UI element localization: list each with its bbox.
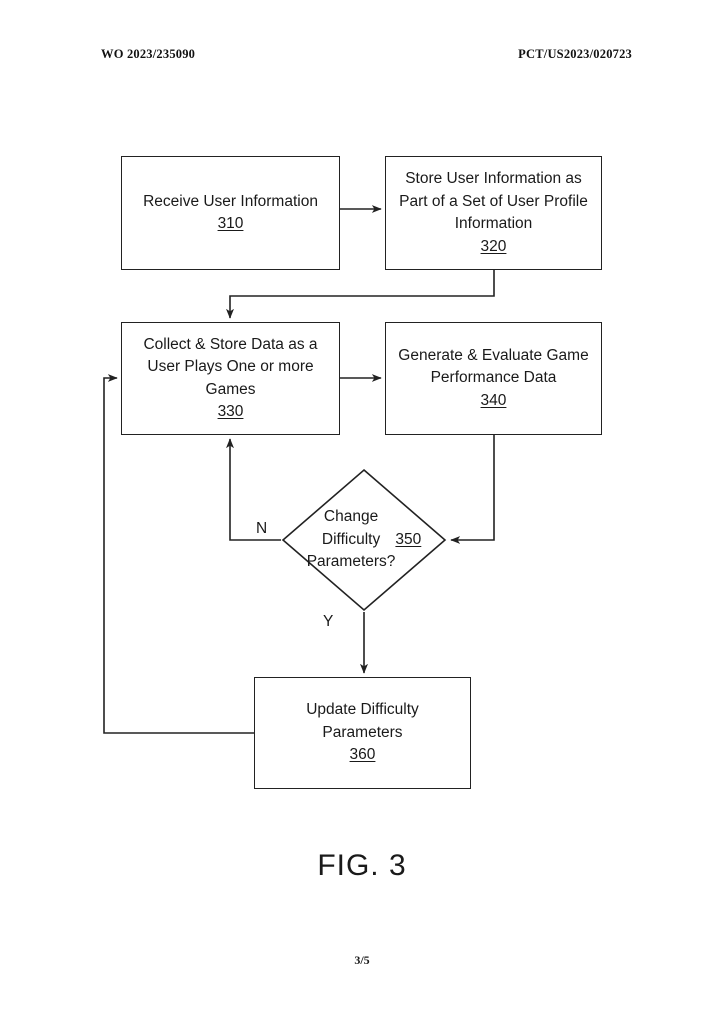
node-360-ref: 360 <box>349 746 376 764</box>
node-360-text: Update Difficulty Parameters <box>306 701 419 741</box>
node-update-difficulty-parameters[interactable]: Update Difficulty Parameters 360 <box>254 677 471 789</box>
node-generate-evaluate-performance[interactable]: Generate & Evaluate Game Performance Dat… <box>385 322 602 435</box>
diamond-shape <box>281 468 447 612</box>
node-320-ref: 320 <box>480 237 507 255</box>
node-360-body: Update Difficulty Parameters 360 <box>300 699 425 767</box>
node-store-user-information[interactable]: Store User Information as Part of a Set … <box>385 156 602 270</box>
node-340-text: Generate & Evaluate Game Performance Dat… <box>398 346 589 387</box>
node-330-text: Collect & Store Data as a User Plays One… <box>143 335 318 398</box>
branch-label-no: N <box>256 520 268 537</box>
node-340-ref: 340 <box>480 391 507 409</box>
header-publication-number: WO 2023/235090 <box>101 47 196 61</box>
edge-340-to-350 <box>450 435 495 544</box>
branch-label-yes: Y <box>323 613 334 630</box>
node-310-body: Receive User Information 310 <box>137 191 324 236</box>
node-310-text: Receive User Information <box>143 192 318 210</box>
node-330-body: Collect & Store Data as a User Plays One… <box>137 334 323 424</box>
page-number-footer: 3/5 <box>354 953 370 967</box>
node-330-ref: 330 <box>217 403 244 420</box>
node-340-body: Generate & Evaluate Game Performance Dat… <box>392 345 594 413</box>
node-320-text: Store User Information as Part of a Set … <box>399 170 588 232</box>
figure-caption: FIG. 3 <box>317 849 407 882</box>
node-320-body: Store User Information as Part of a Set … <box>393 168 594 258</box>
node-change-difficulty-decision[interactable]: Change Difficulty Parameters?350 <box>281 468 447 612</box>
node-receive-user-information[interactable]: Receive User Information 310 <box>121 156 340 270</box>
edge-320-to-330 <box>226 270 495 319</box>
node-collect-store-data[interactable]: Collect & Store Data as a User Plays One… <box>121 322 340 435</box>
node-310-ref: 310 <box>217 215 244 232</box>
header-application-number: PCT/US2023/020723 <box>518 47 632 61</box>
